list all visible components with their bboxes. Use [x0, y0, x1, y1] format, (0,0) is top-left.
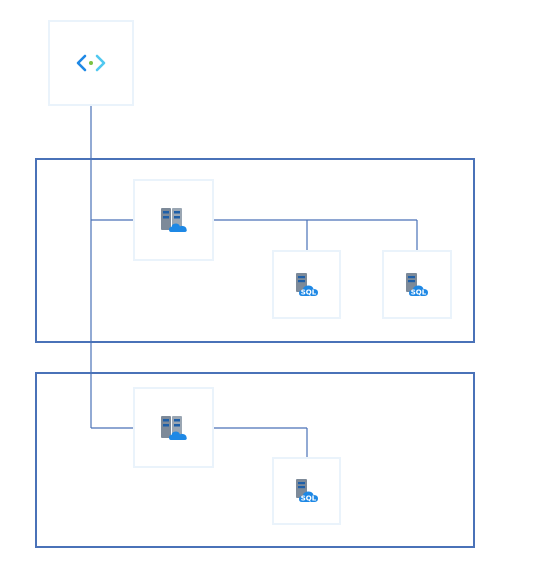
cloud-server-icon [160, 208, 187, 232]
sql-label: SQL [300, 288, 316, 296]
sql-database-node-3[interactable]: SQL [272, 457, 341, 525]
cloud-server-icon [160, 415, 187, 440]
region-1 [35, 158, 475, 343]
sql-label: SQL [411, 288, 427, 296]
server-node-2[interactable] [133, 387, 214, 468]
region-2 [35, 372, 475, 548]
sql-database-node-2[interactable]: SQL [382, 250, 452, 319]
sql-label: SQL [300, 495, 316, 503]
sql-database-icon: SQL [295, 272, 318, 296]
sql-database-node-1[interactable]: SQL [272, 250, 341, 319]
sql-database-icon: SQL [295, 479, 318, 503]
server-node-1[interactable] [133, 179, 214, 261]
sql-database-icon: SQL [406, 272, 428, 296]
endpoint-node[interactable] [48, 20, 134, 106]
code-brackets-icon [76, 54, 106, 72]
